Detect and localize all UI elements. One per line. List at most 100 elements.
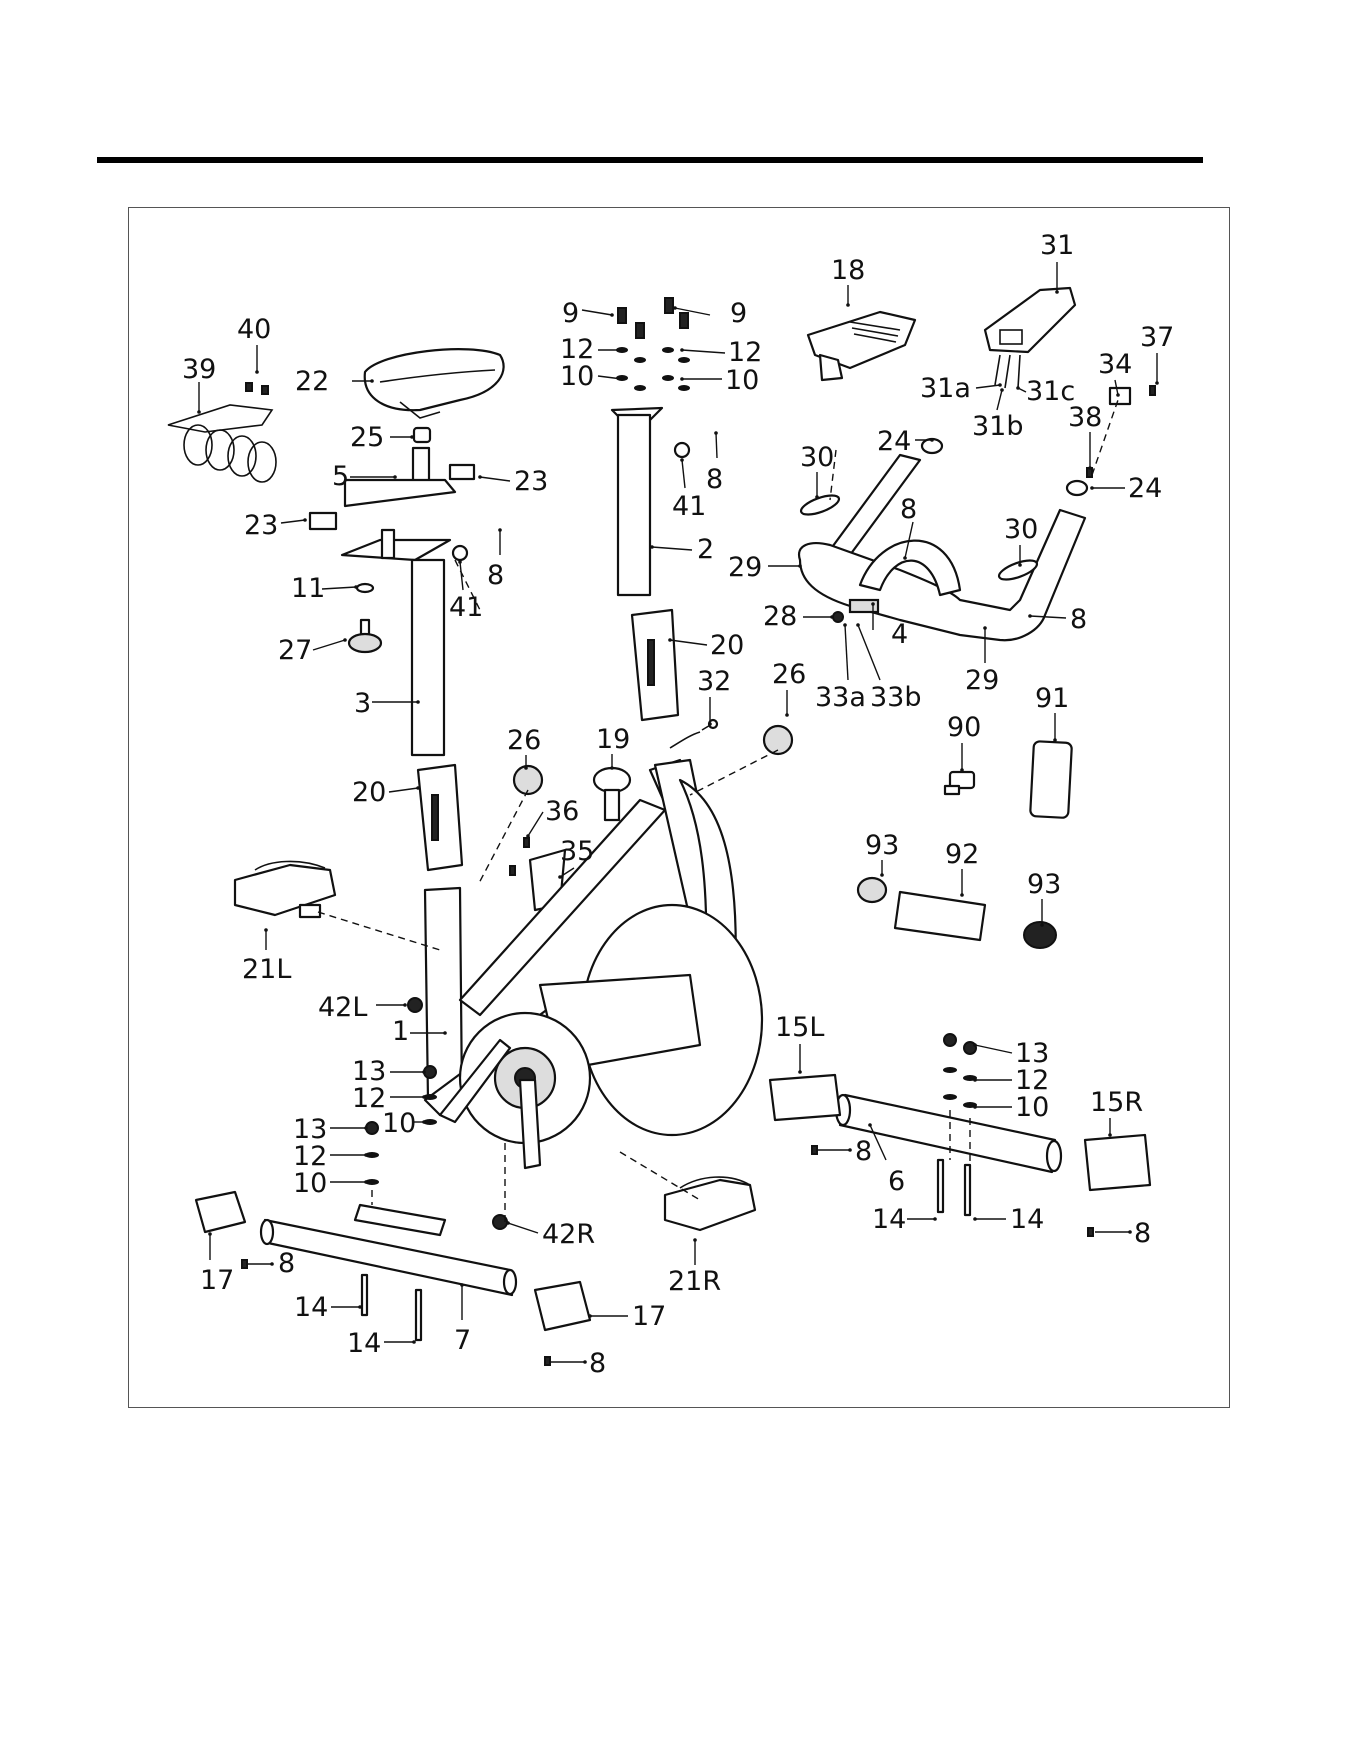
- part-label: 31: [1040, 230, 1074, 261]
- leader-tip: [255, 370, 259, 374]
- leader-tip: [458, 560, 462, 564]
- screw-8-front-right-drawing: [545, 1357, 550, 1365]
- leader-tip: [846, 303, 850, 307]
- end-cap-15R-drawing: [1085, 1135, 1150, 1190]
- part-label: 23: [514, 466, 548, 497]
- leader-tip: [714, 431, 718, 435]
- leader-tip: [588, 1314, 592, 1318]
- leader-tip: [343, 638, 347, 642]
- leader-tip: [960, 893, 964, 897]
- part-label: 93: [1027, 869, 1061, 900]
- part-label: 8: [278, 1248, 295, 1279]
- part-label: 10: [725, 365, 759, 396]
- part-label: 11: [291, 573, 325, 604]
- part-label: 18: [831, 255, 865, 286]
- leader-tip: [416, 786, 420, 790]
- part-label: 28: [763, 601, 797, 632]
- leader-tip: [798, 564, 802, 568]
- part-label: 6: [888, 1166, 905, 1197]
- part-label: 22: [295, 366, 329, 397]
- leader-tip: [610, 766, 614, 770]
- leader-tip: [610, 313, 614, 317]
- leader-tip: [830, 615, 834, 619]
- leader-tip: [422, 1120, 426, 1124]
- leader-tip: [973, 1217, 977, 1221]
- part-label: 33b: [870, 682, 922, 713]
- leader-tip: [558, 875, 562, 879]
- part-label: 10: [293, 1168, 327, 1199]
- part-label: 41: [449, 592, 483, 623]
- leader-tip: [526, 834, 530, 838]
- leader-tip: [798, 1070, 802, 1074]
- leader-tip: [264, 928, 268, 932]
- leader-tip: [708, 722, 712, 726]
- leader-tip: [856, 623, 860, 627]
- part-label: 10: [382, 1108, 416, 1139]
- part-label: 3: [354, 688, 371, 719]
- leader-tip: [303, 518, 307, 522]
- part-label: 14: [872, 1204, 906, 1235]
- leader-line: [582, 310, 612, 315]
- part-label: 30: [800, 442, 834, 473]
- pad-30-left-drawing: [799, 492, 841, 519]
- part-label: 24: [1128, 473, 1162, 504]
- leader-tip: [364, 1126, 368, 1130]
- part-drawings: [168, 288, 1155, 1365]
- leader-tip: [973, 1105, 977, 1109]
- part-label: 17: [632, 1301, 666, 1332]
- part-label: 21R: [668, 1266, 721, 1297]
- cable-32-drawing: [670, 724, 712, 748]
- end-cap-23-left-drawing: [310, 513, 336, 529]
- post-bolts-drawing: [616, 298, 690, 391]
- leader-tip: [364, 1153, 368, 1157]
- part-label: 31a: [920, 373, 971, 404]
- leader-tip: [973, 1043, 977, 1047]
- part-label: 24: [877, 426, 911, 457]
- leader-line: [845, 625, 848, 680]
- leader-tip: [583, 1360, 587, 1364]
- handlebar-post-drawing: [612, 408, 662, 595]
- pedal-left-drawing: [235, 861, 335, 917]
- handlebar-drawing: [799, 455, 1085, 640]
- part-label: 34: [1098, 349, 1132, 380]
- washer-11-drawing: [357, 584, 373, 592]
- leader-line: [389, 788, 418, 792]
- end-cap-23-right-drawing: [450, 465, 474, 479]
- leader-tip: [650, 545, 654, 549]
- knob-26-right-drawing: [764, 726, 792, 754]
- leader-tip: [933, 1217, 937, 1221]
- leader-tip: [270, 1262, 274, 1266]
- cap-93-right-drawing: [1024, 922, 1056, 948]
- part-label: 7: [454, 1325, 471, 1356]
- part-label: 25: [350, 422, 384, 453]
- part-92-drawing: [895, 892, 985, 940]
- part-label: 35: [560, 836, 594, 867]
- part-label: 30: [1004, 514, 1038, 545]
- console-drawing: [985, 288, 1075, 388]
- part-label: 19: [596, 724, 630, 755]
- leader-line: [281, 520, 305, 523]
- leader-tip: [422, 1095, 426, 1099]
- cap-25-drawing: [414, 428, 430, 442]
- leader-tip: [680, 458, 684, 462]
- leader-tip: [973, 1078, 977, 1082]
- knob-27-drawing: [349, 620, 381, 652]
- leader-tip: [998, 383, 1002, 387]
- leader-tip: [871, 602, 875, 606]
- end-cap-15L-drawing: [770, 1075, 840, 1120]
- leader-line: [975, 1045, 1012, 1053]
- leader-line: [997, 390, 1002, 410]
- leader-tip: [1155, 381, 1159, 385]
- leader-tip: [1088, 466, 1092, 470]
- leader-tip: [416, 700, 420, 704]
- screw-36-a-drawing: [524, 838, 529, 847]
- leader-line: [682, 350, 725, 353]
- leader-tip: [410, 435, 414, 439]
- part-label: 8: [1134, 1218, 1151, 1249]
- leader-tip: [197, 410, 201, 414]
- knob-26-left-drawing: [514, 766, 542, 794]
- part-label: 37: [1140, 322, 1174, 353]
- nut-41-left-drawing: [453, 546, 467, 560]
- leader-tip: [693, 1238, 697, 1242]
- leader-tip: [843, 623, 847, 627]
